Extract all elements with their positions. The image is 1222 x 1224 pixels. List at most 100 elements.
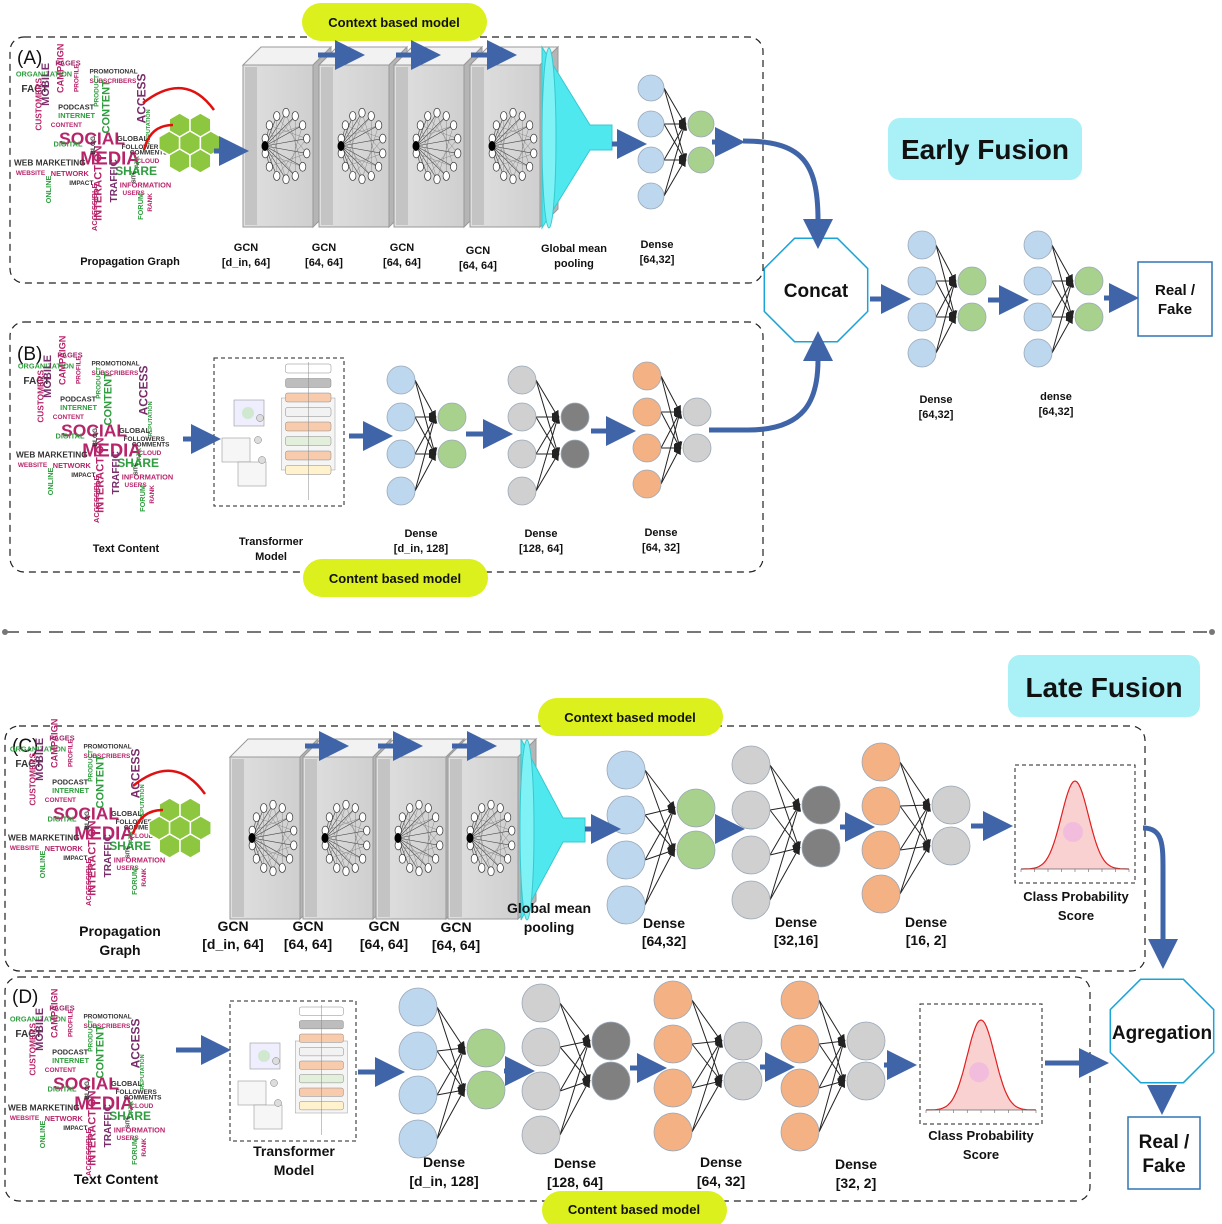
neuron-node	[560, 439, 590, 469]
word-cloud-term: FORUM	[130, 868, 139, 895]
neuron-node	[521, 1115, 561, 1155]
connection-edge	[899, 844, 931, 895]
word-cloud-term: INTERACTION	[86, 1090, 98, 1165]
label-gcn-c-1-name: GCN	[217, 918, 248, 934]
word-cloud-term: CUSTOMERS	[29, 753, 38, 806]
label-dense-b-3-name: Dense	[644, 527, 677, 539]
connection-edge	[559, 1002, 591, 1043]
output-early-line2: Fake	[1158, 301, 1192, 318]
word-cloud-term: NETWORK	[51, 169, 90, 178]
label-gcn-a-4-dim: [64, 64]	[459, 260, 497, 272]
word-cloud-term: CONTENT	[45, 1067, 76, 1074]
word-cloud-term: CLOUD	[138, 450, 161, 457]
neuron-node	[801, 828, 841, 868]
label-dense-d-2-name: Dense	[554, 1155, 596, 1171]
word-cloud-term: TRAFFIC	[103, 1104, 114, 1148]
word-cloud-term: MEDIA	[74, 1093, 133, 1114]
neuron-node	[386, 439, 416, 469]
word-cloud-term: CONTENT	[95, 1025, 107, 1079]
word-cloud-term: PAGES	[57, 350, 82, 359]
neuron-node	[398, 1119, 438, 1159]
connection-edge	[691, 1079, 722, 1133]
word-cloud-term: PRODUCT	[88, 1020, 95, 1052]
word-cloud-term: DATA	[136, 448, 143, 465]
dense-net-c-3	[861, 742, 971, 914]
connection-edge	[899, 761, 931, 807]
neuron-node	[907, 302, 937, 332]
neuron-node	[437, 439, 467, 469]
connection-edge	[559, 1039, 591, 1092]
word-cloud-term: PROFILE	[67, 738, 74, 767]
label-dense-b-1-dim: [d_in, 128]	[394, 543, 449, 555]
neuron-node	[521, 983, 561, 1023]
labels: Propagation Graph Text Content Transform…	[74, 239, 1130, 1191]
word-cloud-term: ONLINE	[46, 467, 55, 495]
pooling-funnel-a	[541, 45, 613, 230]
connection-edge	[935, 315, 956, 354]
label-gcn-c-4-name: GCN	[440, 919, 471, 935]
label-gcn-c-1-dim: [d_in, 64]	[202, 936, 263, 952]
label-gcn-a-1-name: GCN	[234, 242, 259, 254]
neuron-node	[682, 397, 712, 427]
connection-edge	[935, 244, 956, 283]
neuron-node	[398, 987, 438, 1027]
connection-edge	[660, 410, 683, 485]
connection-edge	[818, 1079, 845, 1133]
connection-edge	[663, 87, 687, 126]
dense-net-a	[637, 74, 715, 210]
neuron-node	[907, 266, 937, 296]
word-cloud-term: IMPACT	[69, 180, 93, 187]
word-cloud-term: WEBSITE	[10, 1115, 40, 1122]
neuron-node	[606, 795, 646, 835]
word-cloud-term: ORGANIZATION	[18, 361, 74, 370]
word-cloud-term: CLOUD	[130, 833, 153, 840]
neuron-node	[437, 402, 467, 432]
word-cloud-term: REPUTATION	[140, 1054, 146, 1089]
connection-edge	[818, 999, 847, 1083]
concat-label: Concat	[784, 281, 849, 302]
word-cloud-term: INTERNET	[58, 111, 95, 120]
word-cloud-term: TRAFFIC	[111, 451, 122, 495]
word-cloud-term: ACCESS	[135, 73, 149, 123]
connection-edge	[769, 764, 801, 850]
dense-net-b-2	[507, 365, 590, 506]
label-dense-c-3-dim: [16, 2]	[906, 932, 946, 948]
dense-net-c-2	[731, 745, 841, 920]
word-cloud-term: FACT	[15, 759, 42, 770]
pill-context-top-text: Context based model	[328, 15, 459, 30]
word-cloud-term: DIGITAL	[56, 431, 85, 440]
neuron-node	[957, 302, 987, 332]
panel-d-tag: (D)	[12, 987, 38, 1008]
neuron-node	[507, 439, 537, 469]
word-cloud-term: MEDIA	[74, 823, 133, 844]
neuron-node	[386, 476, 416, 506]
word-cloud-term: CAMPAIGN	[50, 988, 60, 1038]
neuron-node	[676, 830, 716, 870]
connection-edge	[769, 809, 801, 850]
word-cloud-term: FOLLOWERS	[116, 819, 158, 826]
word-cloud-term: SUBSCRIBERS	[91, 370, 139, 377]
neuron-node	[731, 880, 771, 920]
connection-edge	[644, 806, 677, 906]
neuron-node	[861, 874, 901, 914]
word-cloud-term: SHARE	[117, 456, 159, 470]
word-cloud-term: CUSTOMERS	[35, 78, 44, 131]
word-cloud-term: CONTENT	[95, 755, 107, 809]
late-fusion-box	[1008, 655, 1200, 717]
word-cloud-term: USERS	[117, 1135, 140, 1142]
word-cloud-term: CUSTOMERS	[37, 370, 46, 423]
word-cloud-term: IMPACT	[63, 855, 87, 862]
connection-edge	[935, 279, 958, 354]
connection-edge	[644, 769, 676, 852]
label-dense-d-1-dim: [d_in, 128]	[409, 1173, 478, 1189]
neuron-node	[637, 110, 665, 138]
word-cloud-term: CONTENT	[101, 80, 113, 134]
word-cloud-term: REPUTATION	[146, 109, 152, 144]
word-cloud-term: WEB MARKETING	[8, 834, 80, 843]
word-cloud-term: PRODUCT	[94, 75, 101, 107]
word-cloud-term: SUBSCRIBERS	[83, 753, 131, 760]
word-cloud-term: CUSTOMERS	[29, 1023, 38, 1076]
word-cloud-term: SOCIAL	[59, 128, 125, 148]
dense-net-d-1	[398, 987, 506, 1159]
word-cloud-term: FORUM	[130, 1138, 139, 1165]
